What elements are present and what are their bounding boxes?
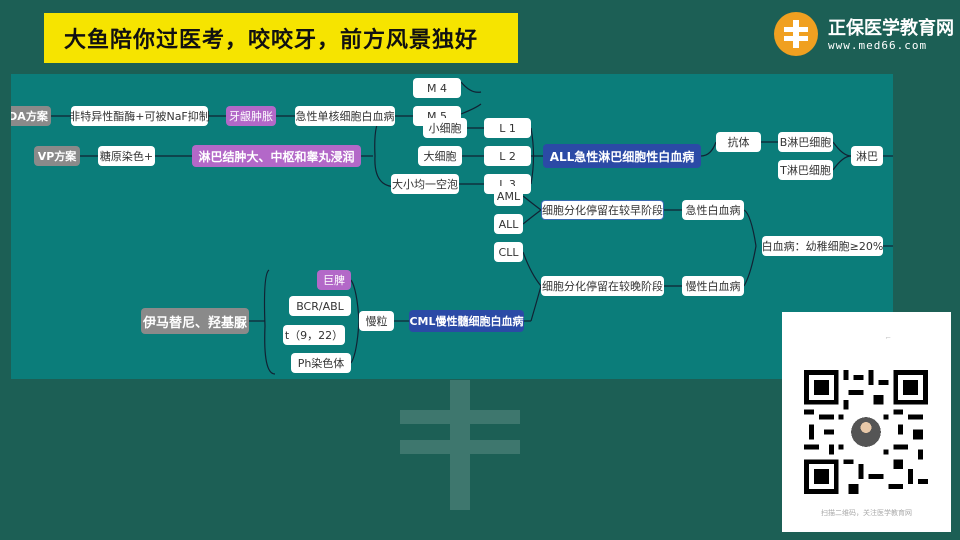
lymph-node: 淋巴 xyxy=(851,146,883,166)
all-node: ALL xyxy=(494,214,523,234)
acute-leukemia-node: 急性白血病 xyxy=(682,200,744,220)
early-stop-node: 细胞分化停留在较早阶段 xyxy=(541,200,664,220)
acute-mono-node: 急性单核细胞白血病 xyxy=(295,106,395,126)
brand-logo[interactable]: 正保医学教育网 www.med66.com xyxy=(774,12,954,58)
late-stop-node: 细胞分化停留在较晚阶段 xyxy=(541,276,664,296)
nonspecific-esterase-node: 非特异性酯酶+可被NaF抑制 xyxy=(69,106,210,126)
cml-node: CML慢性髓细胞白血病 xyxy=(409,310,524,332)
leukemia-definition-node: 白血病：幼稚细胞≥20% xyxy=(762,236,883,256)
glycogen-node: 糖原染色+ xyxy=(98,146,155,166)
antibody-node: 抗体 xyxy=(716,132,761,152)
logo-url: www.med66.com xyxy=(828,39,928,52)
qr-caption: 扫描二维码，关注医学教育网 xyxy=(821,509,912,517)
logo-icon xyxy=(774,12,818,56)
all-leukemia-node: ALL急性淋巴细胞性白血病 xyxy=(543,144,701,168)
title-banner: 大鱼陪你过医考，咬咬牙，前方风景独好 xyxy=(44,13,518,63)
aml-node: AML xyxy=(494,186,523,206)
bcr-abl-node: BCR/ABL xyxy=(289,296,351,316)
spleen-node: 巨脾 xyxy=(317,270,351,290)
cll-node: CLL xyxy=(494,242,523,262)
watermark-icon xyxy=(400,380,520,510)
t-lymph-node: T淋巴细胞 xyxy=(778,160,833,180)
gum-swelling-node: 牙龈肿胀 xyxy=(226,106,276,126)
imatinib-node: 伊马替尼、羟基脲 xyxy=(141,308,249,334)
large-cell-node: 大细胞 xyxy=(418,146,462,166)
qr-card[interactable]: ⌐ 扫描二维码，关注医学教育网 xyxy=(782,312,951,532)
da-scheme-node: DA方案 xyxy=(11,106,51,126)
t922-node: t（9，22） xyxy=(283,325,345,345)
granulocyte-node: 慢粒 xyxy=(359,311,394,331)
lymph-infiltration-node: 淋巴结肿大、中枢和睾丸浸润 xyxy=(192,145,361,167)
chronic-leukemia-node: 慢性白血病 xyxy=(682,276,744,296)
logo-title: 正保医学教育网 xyxy=(828,18,954,39)
m4-node: M 4 xyxy=(413,78,461,98)
small-cell-node: 小细胞 xyxy=(423,118,467,138)
mindmap-canvas: DA方案 非特异性酯酶+可被NaF抑制 牙龈肿胀 急性单核细胞白血病 M 4 M… xyxy=(11,74,893,379)
vp-scheme-node: VP方案 xyxy=(34,146,80,166)
qr-code-icon[interactable] xyxy=(804,370,928,494)
l2-node: L 2 xyxy=(484,146,531,166)
b-lymph-node: B淋巴细胞 xyxy=(778,132,833,152)
l1-node: L 1 xyxy=(484,118,531,138)
qr-top-mark: ⌐ xyxy=(885,334,891,342)
mixed-cell-node: 大小均一空泡 xyxy=(391,174,459,194)
mindmap-connectors xyxy=(51,81,893,375)
ph-chromosome-node: Ph染色体 xyxy=(291,353,351,373)
